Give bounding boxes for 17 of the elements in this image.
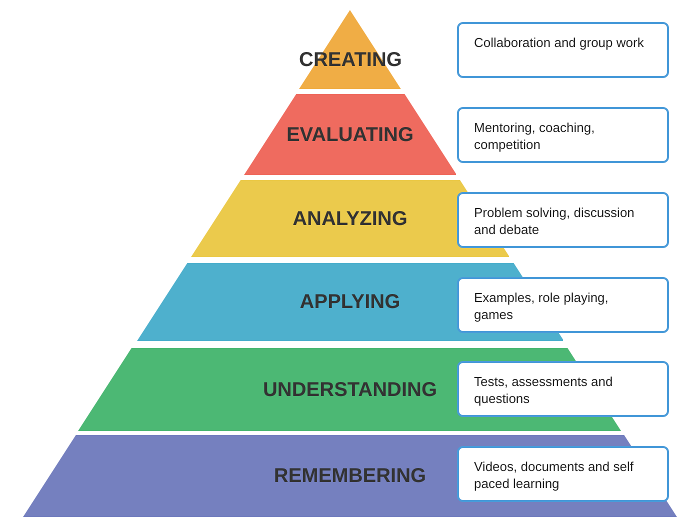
description-text: Examples, role playing, games: [474, 289, 610, 323]
description-text: Tests, assessments and questions: [474, 373, 614, 407]
tier-label: REMEMBERING: [274, 464, 426, 488]
pyramid-tier: [244, 94, 456, 175]
tier-label: ANALYZING: [292, 206, 408, 230]
description-text: Videos, documents and self paced learning: [474, 458, 634, 492]
tier-label: APPLYING: [300, 290, 400, 314]
description-card: [457, 192, 669, 248]
description-card: [457, 361, 669, 417]
description-card: [457, 22, 669, 78]
tier-label: EVALUATING: [286, 122, 414, 146]
description-text: Problem solving, discussion and debate: [474, 204, 636, 238]
description-card: [457, 107, 669, 163]
description-text: Collaboration and group work: [474, 34, 645, 51]
description-text: Mentoring, coaching, competition: [474, 119, 596, 153]
tier-label: UNDERSTANDING: [262, 378, 438, 402]
description-card: [457, 277, 669, 333]
